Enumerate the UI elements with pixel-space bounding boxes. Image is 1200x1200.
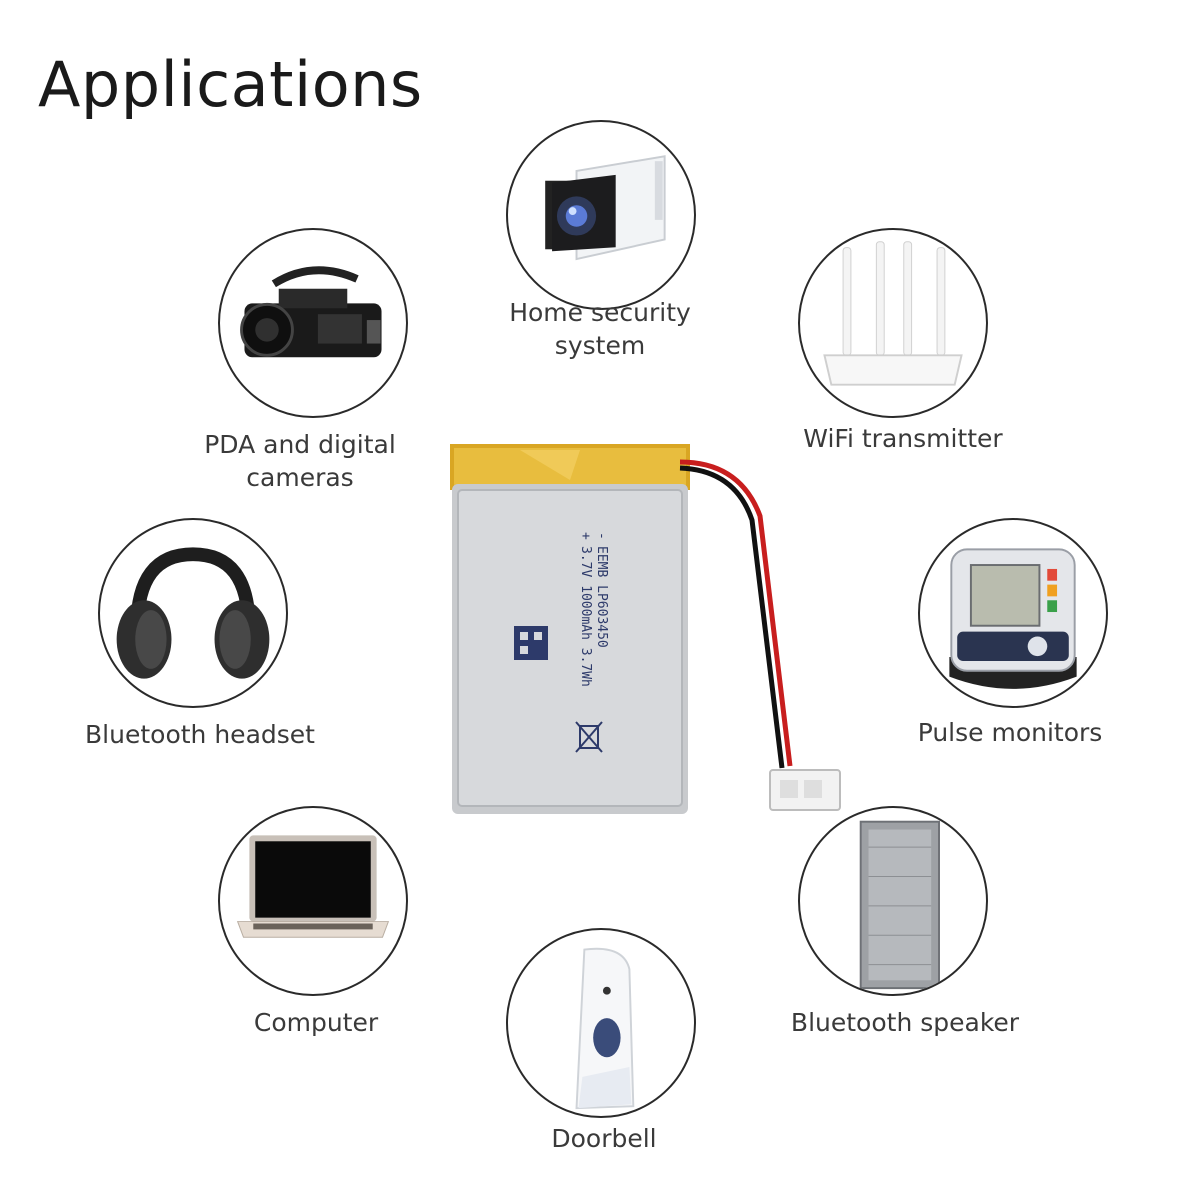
battery-print-2: 3.7V 1000mAh 3.7Wh: [578, 546, 593, 687]
headphones-icon: [98, 518, 288, 708]
label-home-security: Home security system: [509, 298, 691, 360]
label-headset: Bluetooth headset: [85, 720, 315, 749]
page-title: Applications: [38, 48, 423, 121]
doorbell-icon: [506, 928, 696, 1118]
qr-code-icon: [514, 626, 548, 660]
label-doorbell: Doorbell: [551, 1124, 657, 1153]
video-camera-icon: [218, 228, 408, 418]
battery-print-1: EEMB LP603450: [594, 546, 609, 648]
blood-pressure-monitor-icon: [918, 518, 1108, 708]
battery-print-plus: +: [578, 532, 593, 540]
lipo-battery-image: EEMB LP603450 3.7V 1000mAh 3.7Wh - +: [440, 436, 860, 836]
label-wifi: WiFi transmitter: [803, 424, 1003, 453]
bluetooth-speaker-icon: [798, 806, 988, 996]
label-pda-cameras: PDA and digital cameras: [204, 430, 396, 492]
label-computer: Computer: [253, 1008, 379, 1037]
label-speaker: Bluetooth speaker: [790, 1008, 1020, 1037]
battery-print-minus: -: [594, 532, 609, 540]
recycle-bin-crossed-icon: [575, 721, 603, 753]
label-pulse: Pulse monitors: [917, 718, 1103, 747]
laptop-icon: [218, 806, 408, 996]
security-camera-icon: [506, 120, 696, 310]
wifi-router-icon: [798, 228, 988, 418]
